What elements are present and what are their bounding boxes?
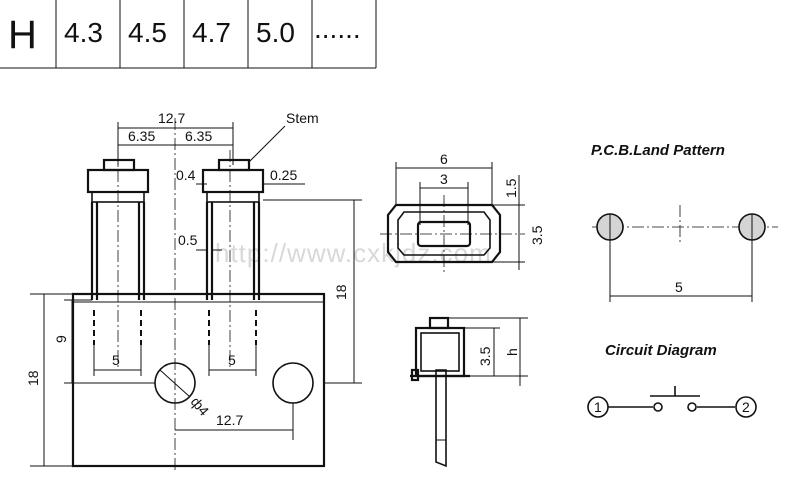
height-value: 4.7 — [192, 17, 231, 48]
front-body-height-label: 3.5 — [477, 346, 493, 366]
height-value: 5.0 — [256, 17, 295, 48]
overall-height-label: 18 — [333, 284, 349, 300]
land-spacing-label: 5 — [675, 279, 683, 295]
hole-spacing-right-label: 5 — [228, 352, 236, 368]
hole-diameter-label: ф4 — [188, 394, 213, 419]
watermark-text: http://www.cxkjdz.com — [215, 238, 492, 268]
mounting-hole — [272, 362, 314, 404]
circuit-diagram-title: Circuit Diagram — [605, 342, 717, 359]
terminal-2 — [735, 396, 757, 418]
height-table: H 4.3 4.5 4.7 5.0 ...... — [0, 0, 377, 69]
pcb-land-pattern-title: P.C.B.Land Pattern — [591, 142, 725, 159]
top-width-outer-label: 6 — [440, 151, 448, 167]
hole-spacing-left-label: 5 — [112, 352, 120, 368]
terminal-1-label: 1 — [594, 399, 602, 415]
height-table-letter: H — [8, 13, 37, 57]
terminal-2-label: 2 — [742, 399, 750, 415]
pitch-total-label: 12.7 — [158, 110, 185, 126]
height-ellipsis: ...... — [314, 13, 361, 44]
front-view: 3.5 h — [410, 316, 528, 468]
lead-thickness-label: 0.25 — [270, 167, 297, 183]
front-h-label: h — [504, 348, 520, 356]
pitch-half-right-label: 6.35 — [185, 128, 212, 144]
height-value: 4.3 — [64, 17, 103, 48]
pitch-half-left-label: 6.35 — [128, 128, 155, 144]
top-height-label: 3.5 — [529, 225, 545, 245]
side-view: 12.7 6.35 6.35 Stem 0.4 0.25 0.5 18 18 9 — [25, 110, 362, 470]
stem-label: Stem — [286, 110, 319, 126]
lead-width-label: 0.5 — [178, 232, 198, 248]
circuit-diagram: Circuit Diagram 1 2 — [587, 342, 757, 418]
top-view: 6 3 1.5 3.5 — [380, 151, 545, 272]
board-offset-label: 9 — [53, 335, 69, 343]
board-height-label: 18 — [25, 370, 41, 386]
pcb-land-pattern: P.C.B.Land Pattern 5 — [591, 142, 778, 302]
height-value: 4.5 — [128, 17, 167, 48]
hole-pitch-label: 12.7 — [216, 412, 243, 428]
top-width-inner-label: 3 — [440, 171, 448, 187]
stem-offset-label: 1.5 — [503, 178, 519, 198]
lead-offset-label: 0.4 — [176, 167, 196, 183]
